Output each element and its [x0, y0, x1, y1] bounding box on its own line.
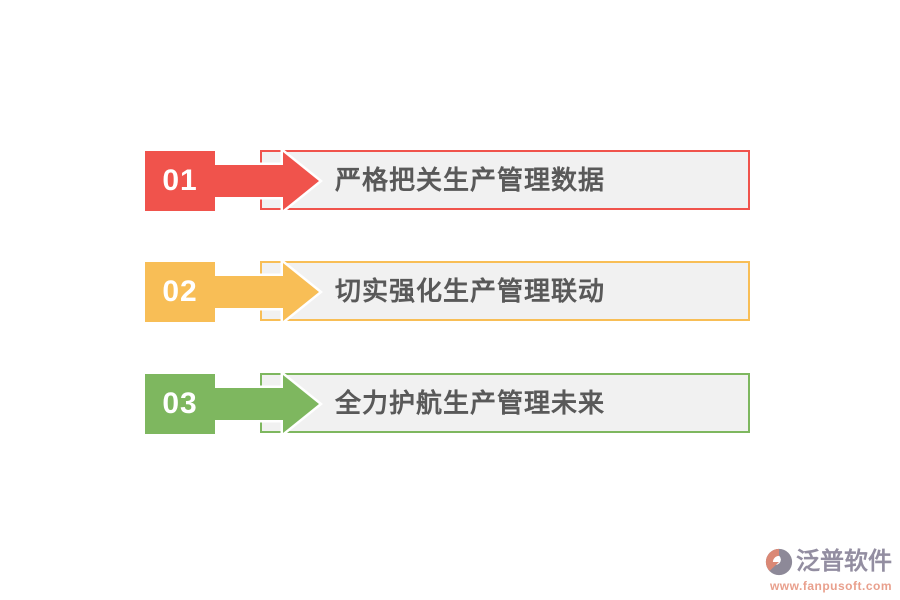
arrow-right-icon: [213, 261, 323, 323]
step-title-box: 严格把关生产管理数据: [260, 150, 750, 210]
step-number-badge: 03: [145, 374, 215, 434]
watermark-brand: 泛普软件: [796, 548, 892, 575]
arrow-right-icon: [213, 373, 323, 435]
step-row-2: 切实强化生产管理联动 02: [0, 261, 900, 323]
watermark-url: www.fanpusoft.com: [769, 579, 892, 593]
step-title-box: 全力护航生产管理未来: [260, 373, 750, 433]
step-title: 严格把关生产管理数据: [335, 165, 606, 195]
step-title-box: 切实强化生产管理联动: [260, 261, 750, 321]
step-number-badge: 02: [145, 262, 215, 322]
step-title: 切实强化生产管理联动: [335, 276, 606, 306]
step-row-3: 全力护航生产管理未来 03: [0, 373, 900, 435]
arrow-right-icon: [213, 150, 323, 212]
step-row-1: 严格把关生产管理数据 01: [0, 150, 900, 212]
watermark: 泛普软件 www.fanpusoft.com: [752, 546, 892, 592]
step-title: 全力护航生产管理未来: [335, 388, 606, 418]
step-number-badge: 01: [145, 151, 215, 211]
watermark-logo-icon: [765, 548, 793, 576]
